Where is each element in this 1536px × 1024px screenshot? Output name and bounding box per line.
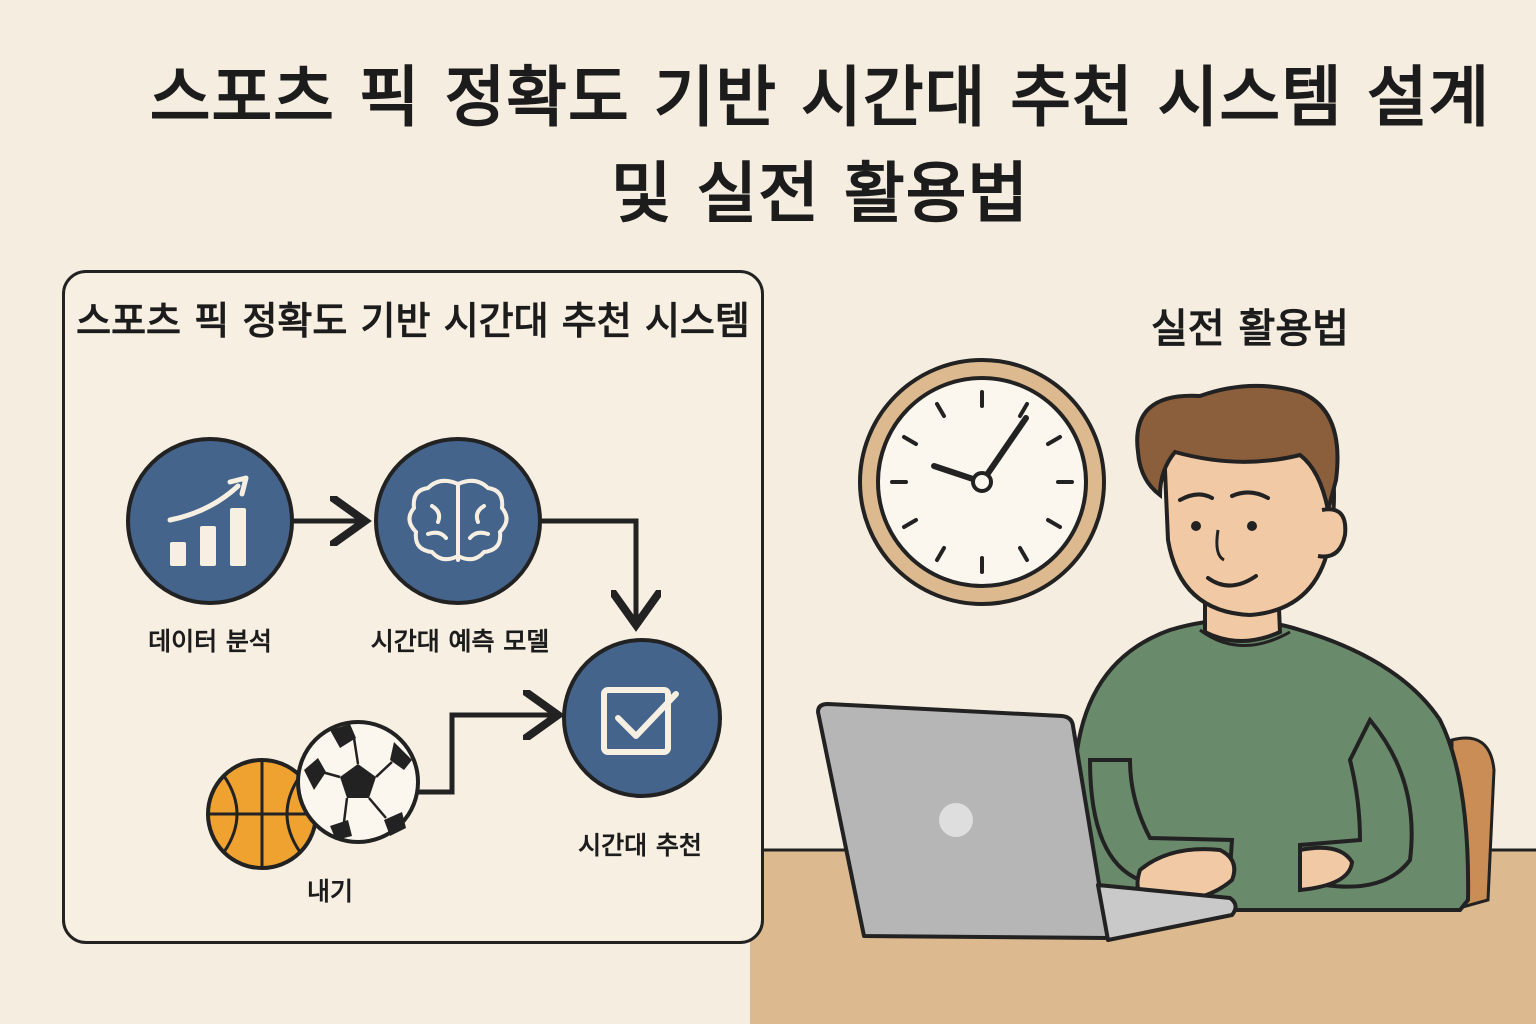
step-label-bet: 내기 <box>306 877 353 906</box>
practical-usage-title: 실전 활용법 <box>1151 306 1349 352</box>
arrow-bet-to-recommendation <box>418 715 553 795</box>
step-label-data-analysis: 데이터 분석 <box>148 627 272 656</box>
basketball-icon <box>206 758 318 870</box>
brain-icon <box>407 478 509 562</box>
laptop-icon <box>816 702 1238 942</box>
arrow-model-to-recommendation <box>540 518 636 620</box>
main-title: 스포츠 픽 정확도 기반 시간대 추천 시스템 설계 및 실전 활용법 <box>149 59 1491 232</box>
prediction-model-node <box>374 437 542 605</box>
person-at-laptop <box>1073 383 1471 912</box>
step-label-prediction-model: 시간대 예측 모델 <box>370 627 550 656</box>
step-label-time-recommendation: 시간대 추천 <box>578 831 702 860</box>
time-recommendation-node <box>562 638 722 798</box>
panel-title: 스포츠 픽 정확도 기반 시간대 추천 시스템 <box>76 299 750 343</box>
balls-icon <box>206 720 420 870</box>
wall-clock-icon <box>858 358 1106 606</box>
bar-chart-growth-icon <box>167 475 249 566</box>
soccer-ball-icon <box>296 720 420 844</box>
checkbox-icon <box>601 687 679 755</box>
data-analysis-node <box>126 437 294 605</box>
